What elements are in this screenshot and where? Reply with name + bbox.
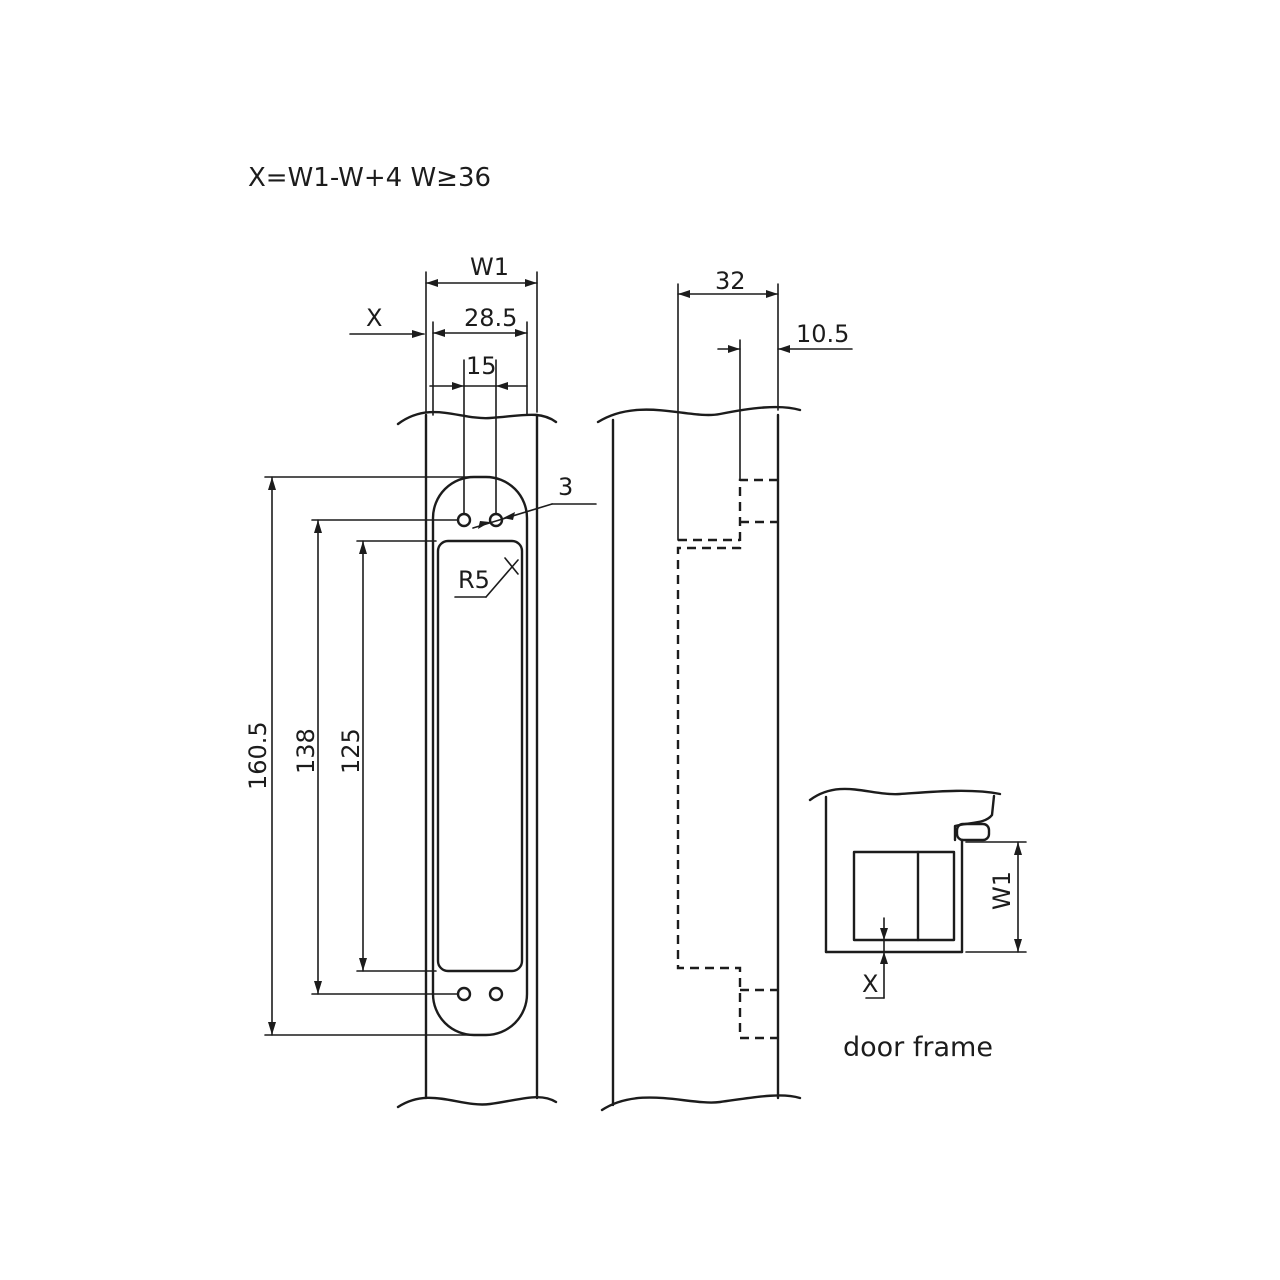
screw-hole-bottom-left — [456, 986, 472, 1002]
arrow — [880, 952, 888, 964]
side-break-line-bottom — [600, 1094, 802, 1112]
leader-r5-diag — [485, 559, 519, 598]
arrow — [1014, 939, 1022, 952]
arrow — [412, 330, 425, 338]
label-detail-x: X — [862, 970, 878, 998]
side-break-line-top — [596, 405, 802, 424]
label-160-5: 160.5 — [244, 721, 272, 790]
break-line-bottom — [396, 1095, 558, 1109]
arrow — [766, 290, 778, 298]
arrow — [359, 958, 367, 971]
arrow — [880, 928, 888, 940]
hinge-cutout-outline — [852, 850, 956, 942]
door-frame-detail: W1 X door frame — [808, 787, 1027, 1063]
hidden-hinge-outline — [676, 478, 778, 1040]
arrow — [728, 345, 740, 353]
hinge-inner-recess — [436, 539, 524, 973]
arrow — [452, 382, 464, 390]
hinge-body-outline — [431, 475, 529, 1037]
arrow — [268, 477, 276, 490]
label-28-5: 28.5 — [464, 304, 517, 332]
screw-hole-bottom-right — [488, 986, 504, 1002]
label-detail-w1: W1 — [988, 871, 1016, 910]
arrow — [503, 512, 515, 520]
arrow — [525, 279, 537, 287]
label-138: 138 — [292, 728, 320, 774]
arrow — [433, 329, 445, 337]
frame-rebate-top — [953, 794, 996, 842]
arrow — [478, 521, 490, 529]
frame-seal — [955, 822, 991, 842]
arrow — [778, 345, 790, 353]
door-frame-caption: door frame — [843, 1032, 993, 1063]
leader-r5-tick — [504, 557, 519, 575]
arrow — [314, 981, 322, 994]
label-10-5: 10.5 — [796, 320, 849, 348]
label-32: 32 — [715, 267, 746, 295]
arrow — [1014, 842, 1022, 855]
front-view: W1 28.5 X 15 3 R5 16 — [244, 253, 597, 1109]
frame-break-line — [808, 787, 1002, 802]
arrow — [678, 290, 690, 298]
arrow — [515, 329, 527, 337]
break-line-top — [396, 410, 558, 426]
label-15: 15 — [466, 352, 497, 380]
arrow — [268, 1022, 276, 1035]
side-view: 32 10.5 — [596, 267, 853, 1112]
label-r5: R5 — [458, 566, 490, 594]
label-125: 125 — [337, 728, 365, 774]
screw-hole-top-left — [456, 512, 472, 528]
formula-text: X=W1-W+4 W≥36 — [248, 163, 491, 193]
label-3: 3 — [558, 473, 573, 501]
label-w1: W1 — [470, 253, 509, 281]
arrow — [314, 520, 322, 533]
arrow — [426, 279, 438, 287]
arrow — [496, 382, 508, 390]
arrow — [359, 541, 367, 554]
label-x: X — [366, 304, 382, 332]
